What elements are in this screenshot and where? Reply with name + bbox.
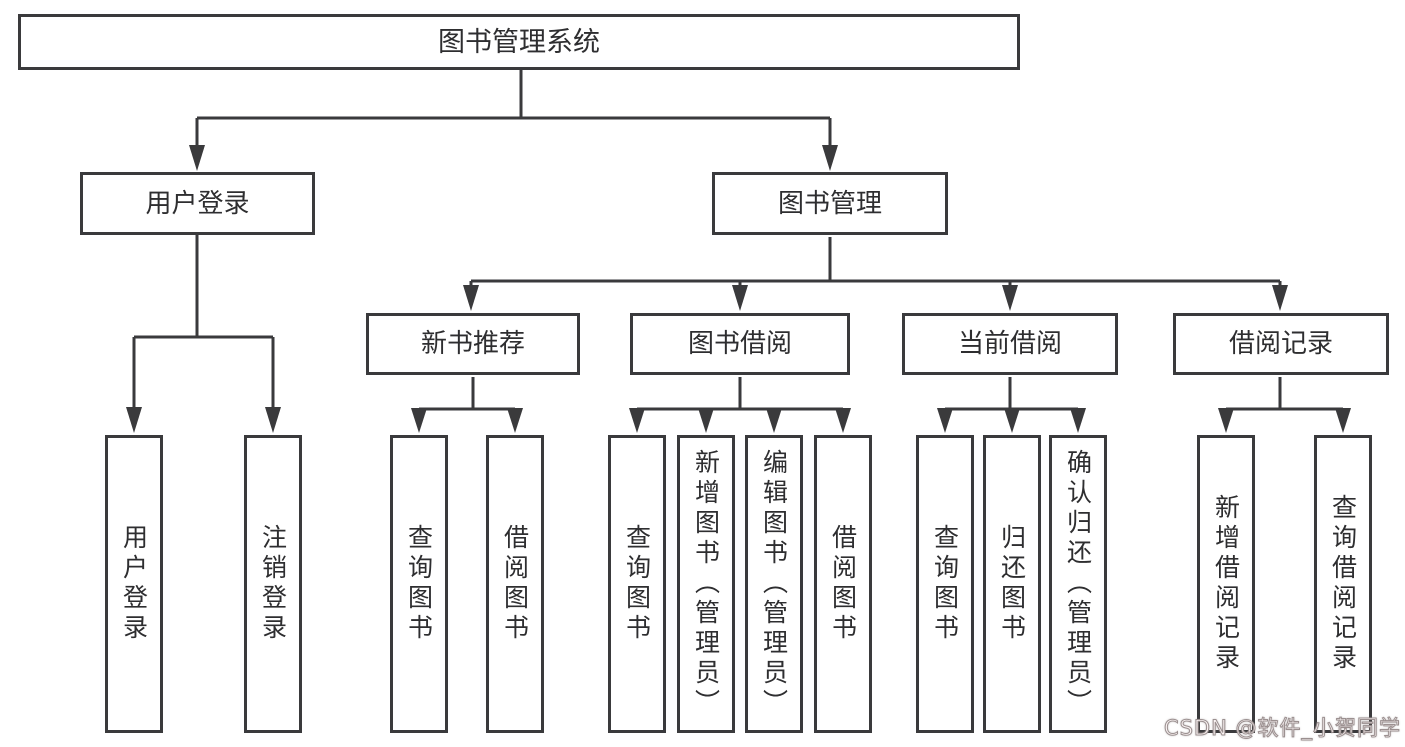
node-leaf-query-books-1: 查询图书 bbox=[390, 435, 448, 733]
node-leaf-user-login: 用户登录 bbox=[105, 435, 163, 733]
node-user-login: 用户登录 bbox=[80, 172, 315, 235]
node-book-borrow: 图书借阅 bbox=[630, 313, 850, 375]
node-leaf-query-borrow-record: 查询借阅记录 bbox=[1314, 435, 1372, 733]
node-user-login-label: 用户登录 bbox=[145, 188, 250, 219]
node-leaf-add-borrow-record: 新增借阅记录 bbox=[1197, 435, 1255, 733]
node-leaf-logout: 注销登录 bbox=[244, 435, 302, 733]
node-new-book-recommend-label: 新书推荐 bbox=[420, 329, 525, 359]
node-leaf-query-books-2: 查询图书 bbox=[608, 435, 666, 733]
arrowheads bbox=[126, 145, 1351, 433]
node-leaf-query-books-3: 查询图书 bbox=[916, 435, 974, 733]
node-leaf-edit-books-admin: 编辑图书（管理员） bbox=[745, 435, 803, 733]
node-leaf-confirm-return-admin: 确认归还（管理员） bbox=[1049, 435, 1107, 733]
csdn-watermark: CSDN @软件_小贺同学 bbox=[1163, 716, 1401, 741]
node-leaf-borrow-books-1: 借阅图书 bbox=[486, 435, 544, 733]
node-current-borrow: 当前借阅 bbox=[902, 313, 1118, 375]
node-root-label: 图书管理系统 bbox=[438, 26, 600, 58]
node-leaf-borrow-books-2: 借阅图书 bbox=[814, 435, 872, 733]
node-borrow-record-label: 借阅记录 bbox=[1228, 329, 1333, 359]
node-leaf-return-books: 归还图书 bbox=[983, 435, 1041, 733]
node-book-borrow-label: 图书借阅 bbox=[687, 329, 792, 359]
node-current-borrow-label: 当前借阅 bbox=[957, 329, 1062, 359]
node-book-management-label: 图书管理 bbox=[777, 188, 882, 219]
node-root: 图书管理系统 bbox=[18, 14, 1020, 70]
node-book-management: 图书管理 bbox=[712, 172, 948, 235]
node-leaf-add-books-admin: 新增图书（管理员） bbox=[677, 435, 735, 733]
node-borrow-record: 借阅记录 bbox=[1173, 313, 1389, 375]
node-new-book-recommend: 新书推荐 bbox=[366, 313, 580, 375]
